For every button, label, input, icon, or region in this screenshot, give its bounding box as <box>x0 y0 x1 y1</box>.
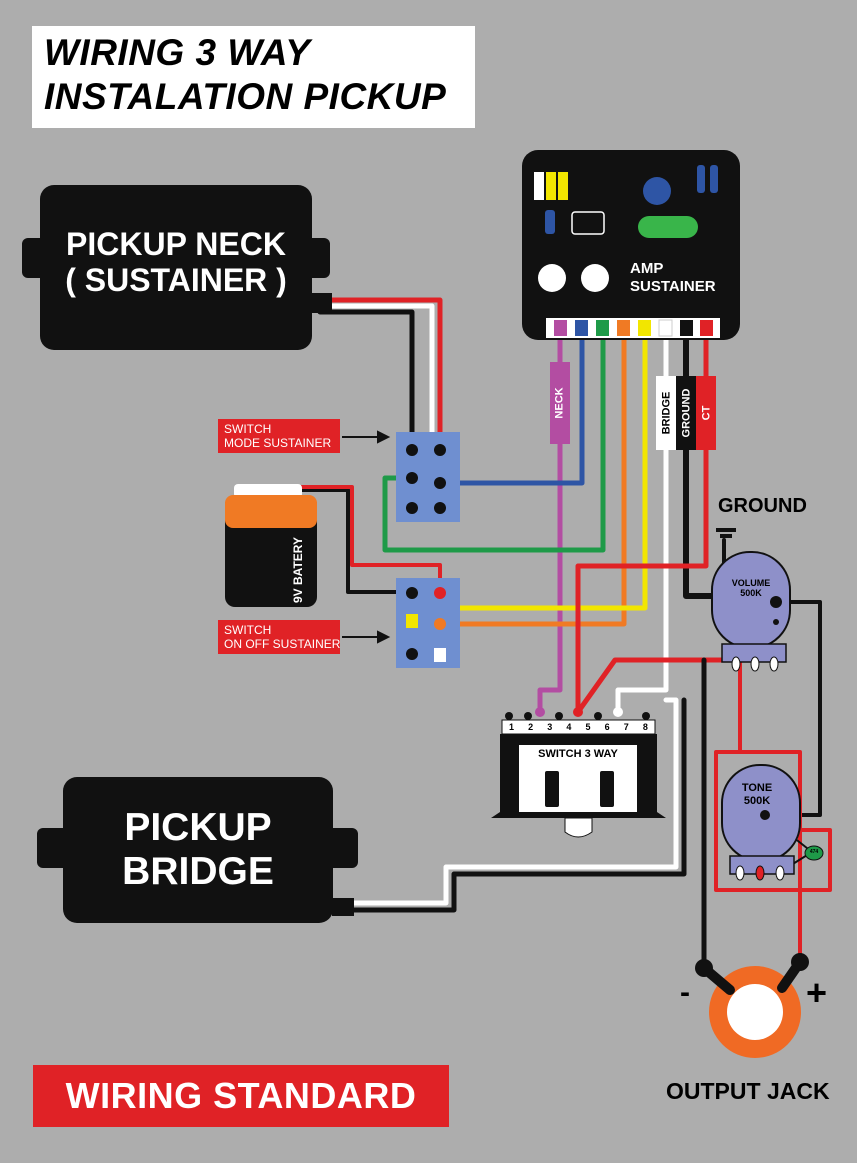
wiring-standard-banner: WIRING STANDARD <box>33 1065 449 1127</box>
title-line-1: WIRING 3 WAY <box>44 32 311 73</box>
switch-mode-line-1: SWITCH <box>224 422 272 436</box>
ground-label: GROUND <box>718 495 807 517</box>
pickup-neck <box>22 185 332 350</box>
amp-label-line-1: AMP <box>630 260 664 277</box>
wire-battery-black <box>283 488 414 594</box>
ct-wire-tag <box>696 376 716 450</box>
neck-tag-text-wrap: NECK <box>550 362 570 444</box>
switch-on-off-sustainer[interactable] <box>396 578 460 668</box>
tone-line-1: TONE <box>741 782 773 794</box>
switch3-pin: 6 <box>604 722 610 732</box>
capacitor-474 <box>804 845 824 861</box>
wire-neck-black <box>317 309 415 453</box>
capacitor-label: 474 <box>809 849 819 855</box>
switch3-pin: 5 <box>585 722 591 732</box>
pickup-bridge-label: PICKUP BRIDGE <box>63 806 333 894</box>
ct-tag-text: CT <box>699 405 712 421</box>
neck-wire-tag <box>550 362 570 444</box>
wire-purple-neck <box>537 322 563 715</box>
jack-plus: + <box>806 972 828 1013</box>
switch-onoff-label: SWITCH ON OFF SUSTAINER <box>218 620 340 654</box>
amp-label-line-2: SUSTAINER <box>630 278 716 295</box>
volume-line-1: VOLUME <box>731 578 771 588</box>
wire-orange <box>409 322 627 627</box>
pickup-neck-label: PICKUP NECK ( SUSTAINER ) <box>40 226 312 298</box>
ground-wire-tag <box>676 376 696 450</box>
switch3-label: SWITCH 3 WAY <box>538 748 618 760</box>
jack-minus: - <box>680 976 690 1009</box>
switch3-pin: 2 <box>528 722 534 732</box>
wire-neck-white <box>317 303 435 453</box>
amp-sustainer-label: AMP SUSTAINER <box>630 260 716 296</box>
pickup-bridge-line-2: BRIDGE <box>122 850 274 893</box>
wire-red-tone <box>738 660 802 962</box>
switch-onoff-line-2: ON OFF SUSTAINER <box>224 637 341 651</box>
neck-tag-text: NECK <box>554 387 567 419</box>
switch-onoff-line-1: SWITCH <box>224 623 272 637</box>
bridge-wire-tag <box>656 376 676 450</box>
ground-symbol-icon <box>716 528 736 538</box>
bridge-tag-text: BRIDGE <box>660 391 672 435</box>
pickup-neck-line-2: ( SUSTAINER ) <box>65 262 287 298</box>
pickup-bridge-line-1: PICKUP <box>124 806 272 849</box>
tone-pot[interactable] <box>721 764 801 881</box>
title-line-2: INSTALATION PICKUP <box>44 76 447 117</box>
wire-green <box>382 322 606 553</box>
wire-battery-red <box>298 485 442 594</box>
wire-blue <box>437 322 585 486</box>
arrow-switch-mode <box>342 430 391 444</box>
battery-9v <box>225 484 317 607</box>
battery-label-wrap: 9V BATERY <box>288 535 308 605</box>
switch-mode-label: SWITCH MODE SUSTAINER <box>218 419 340 453</box>
wire-volume-switch-red <box>575 657 741 715</box>
volume-line-2: 500K <box>740 588 762 598</box>
ground-tag-text: GROUND <box>680 388 693 438</box>
switch3-pin: 7 <box>623 722 629 732</box>
switch3-pin: 1 <box>509 722 515 732</box>
arrow-switch-onoff <box>342 630 391 644</box>
tone-label: TONE 500K <box>736 782 778 808</box>
switch-3-way[interactable] <box>491 707 666 838</box>
volume-pot[interactable] <box>711 551 791 672</box>
switch-mode-line-2: MODE SUSTAINER <box>224 436 332 450</box>
battery-label: 9V BATERY <box>291 536 306 604</box>
tone-line-2: 500K <box>743 795 771 807</box>
bridge-tag-text-wrap: BRIDGE <box>656 376 676 450</box>
wire-bridge-white <box>347 697 679 906</box>
switch3-pin: 3 <box>547 722 553 732</box>
output-jack[interactable] <box>695 953 809 1058</box>
ct-tag-text-wrap: CT <box>696 376 716 450</box>
wire-tone-loop <box>714 750 832 892</box>
wire-bridge-black <box>347 697 687 913</box>
switch-mode-sustainer[interactable] <box>396 432 460 522</box>
ground-tag-text-wrap: GROUND <box>676 376 696 450</box>
pickup-neck-line-1: PICKUP NECK <box>66 226 286 262</box>
switch3-pin: 8 <box>642 722 648 732</box>
wire-white-bridge <box>615 322 669 715</box>
switch3-pins: 1 2 3 4 5 6 7 8 <box>502 722 655 732</box>
volume-label: VOLUME 500K <box>728 578 774 598</box>
pickup-bridge <box>37 777 358 923</box>
output-jack-label: OUTPUT JACK <box>666 1078 830 1104</box>
title-box: WIRING 3 WAY INSTALATION PICKUP <box>32 26 475 128</box>
amp-sustainer-board <box>522 150 740 340</box>
switch3-pin: 4 <box>566 722 572 732</box>
